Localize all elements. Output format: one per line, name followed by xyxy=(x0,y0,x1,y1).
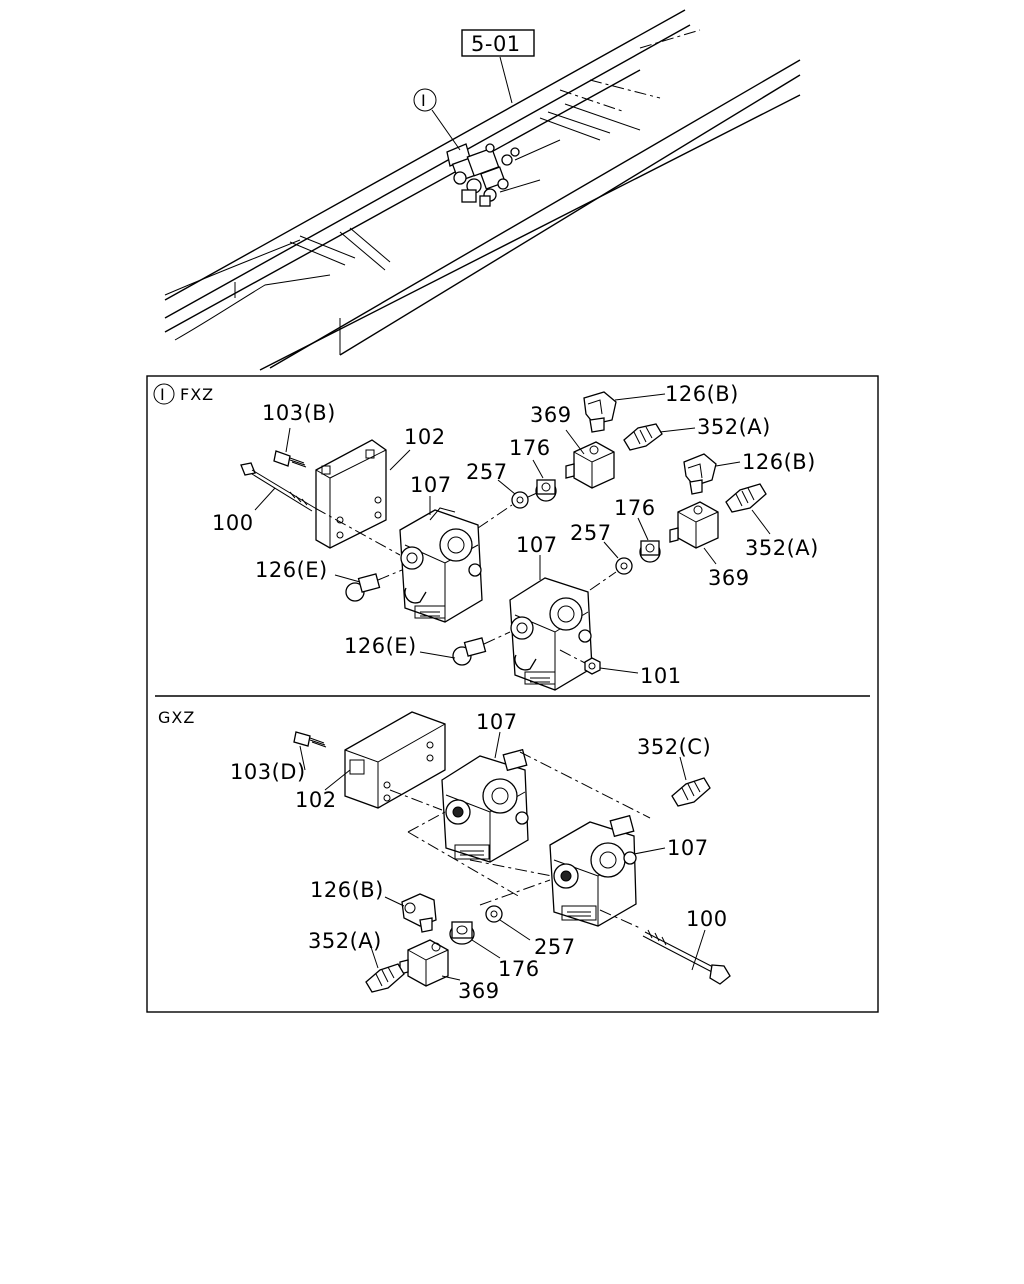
label-257-upper: 257 xyxy=(466,460,508,484)
valve-107-lower xyxy=(509,577,593,691)
valve-107-gxz-lower xyxy=(549,814,637,927)
detail-marker-circle xyxy=(413,88,437,112)
label-107-upper: 107 xyxy=(410,473,452,497)
plug-126e-lower xyxy=(452,631,511,666)
bracket-102-gxz xyxy=(344,711,446,809)
valve-107-upper xyxy=(399,507,483,623)
fitting-176-upper xyxy=(535,479,557,502)
nipple-352a-upper xyxy=(623,423,663,451)
nipple-352a-lower xyxy=(725,483,767,513)
label-352a-gxz: 352(A) xyxy=(308,929,382,953)
label-176-gxz: 176 xyxy=(498,957,540,981)
label-257-gxz: 257 xyxy=(534,935,576,959)
label-369-lower: 369 xyxy=(708,566,750,590)
block-369-lower xyxy=(669,501,719,549)
label-352c: 352(C) xyxy=(637,735,711,759)
washer-257-gxz xyxy=(485,905,503,923)
label-107-gxz-lower: 107 xyxy=(667,836,709,860)
label-103b: 103(B) xyxy=(262,401,336,425)
plug-126e-upper xyxy=(345,569,403,602)
elbow-126b-gxz xyxy=(401,893,437,933)
detail-frame xyxy=(146,375,879,1013)
ref-box-label: 5-01 xyxy=(471,32,521,56)
label-126e-lower: 126(E) xyxy=(344,634,417,658)
bolt-100-gxz xyxy=(642,929,731,985)
label-102: 102 xyxy=(404,425,446,449)
ref-box xyxy=(461,29,535,57)
block-369-gxz xyxy=(399,939,449,987)
bolt-103d xyxy=(293,731,327,748)
chassis-frame-overview: 5-01 I xyxy=(164,9,801,371)
fxz-section: I FXZ xyxy=(153,382,819,691)
label-100-gxz: 100 xyxy=(686,907,728,931)
bracket-102 xyxy=(315,439,387,549)
elbow-126b-lower xyxy=(683,453,717,495)
washer-257-lower xyxy=(615,557,633,575)
detail-marker-label: I xyxy=(421,91,427,110)
block-369-upper xyxy=(565,441,615,489)
bolt-103b xyxy=(273,450,307,468)
label-369-upper: 369 xyxy=(530,403,572,427)
elbow-126b-upper xyxy=(583,391,617,433)
label-176-lower: 176 xyxy=(614,496,656,520)
label-257-lower: 257 xyxy=(570,521,612,545)
gxz-section: GXZ xyxy=(158,708,731,1003)
fxz-header: FXZ xyxy=(180,385,214,404)
nipple-352a-gxz xyxy=(365,963,405,993)
nut-101 xyxy=(559,649,601,675)
nipple-352c xyxy=(671,777,711,807)
valve-107-gxz-upper xyxy=(441,748,529,863)
label-352a-upper: 352(A) xyxy=(697,415,771,439)
label-126b-gxz: 126(B) xyxy=(310,878,384,902)
label-369-gxz: 369 xyxy=(458,979,500,1003)
label-107-gxz-upper: 107 xyxy=(476,710,518,734)
valve-cluster-overview xyxy=(446,139,561,207)
washer-257-upper xyxy=(511,491,529,509)
label-107-lower: 107 xyxy=(516,533,558,557)
label-126e-upper: 126(E) xyxy=(255,558,328,582)
label-176-upper: 176 xyxy=(509,436,551,460)
bolt-100 xyxy=(240,462,401,556)
gxz-header: GXZ xyxy=(158,708,195,727)
fxz-detail-marker xyxy=(153,383,175,405)
label-101: 101 xyxy=(640,664,682,688)
label-352a-lower: 352(A) xyxy=(745,536,819,560)
label-126b-lower: 126(B) xyxy=(742,450,816,474)
label-126b-upper: 126(B) xyxy=(665,382,739,406)
label-103d: 103(D) xyxy=(230,760,306,784)
fitting-176-gxz xyxy=(449,921,475,945)
fxz-detail-marker-label: I xyxy=(160,385,166,404)
fitting-176-lower xyxy=(639,540,661,563)
label-100: 100 xyxy=(212,511,254,535)
label-102-gxz: 102 xyxy=(295,788,337,812)
